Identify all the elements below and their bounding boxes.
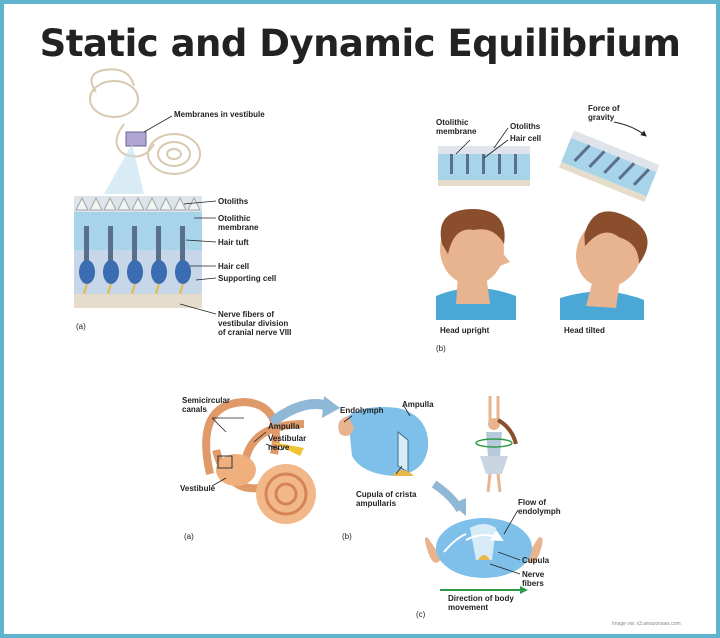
- label-vestibular-nerve: Vestibular nerve: [268, 434, 307, 452]
- label-vestibule: Vestibule: [180, 484, 216, 493]
- otolith-upright: [438, 146, 530, 186]
- leader-lines-b: [455, 127, 509, 159]
- vestibule-highlight: [125, 131, 147, 147]
- label-semicircular-canals: Semicircular canals: [182, 396, 231, 414]
- panel-label-bottom-a: (a): [184, 532, 194, 541]
- label-otolithic-membrane-b: Otolithic membrane: [436, 118, 477, 136]
- label-otoliths-b: Otoliths: [510, 122, 541, 131]
- label-nerve-fibers-c: Nerve fibers: [522, 570, 545, 588]
- label-cupula: Cupula: [522, 556, 550, 565]
- zoom-arrow-a: [269, 399, 330, 427]
- panel-label-bottom-b: (b): [342, 532, 352, 541]
- leader-lines-c: [211, 417, 283, 487]
- cupula-illustration: [425, 518, 543, 578]
- semicircular-canals-illustration: [202, 397, 316, 524]
- panel-label-top-a: (a): [76, 322, 86, 331]
- panel-label-bottom-c: (c): [416, 610, 426, 619]
- label-force-of-gravity: Force of gravity: [588, 104, 620, 122]
- page-title: Static and Dynamic Equilibrium: [39, 22, 681, 65]
- label-ampulla-a: Ampulla: [268, 422, 300, 431]
- label-otoliths: Otoliths: [218, 197, 249, 206]
- label-nerve-fibers-cn-viii: Nerve fibers of vestibular division of c…: [218, 310, 292, 337]
- label-endolymph: Endolymph: [340, 406, 384, 415]
- label-hair-tuft: Hair tuft: [218, 238, 249, 247]
- body-movement-arrow: [440, 586, 528, 594]
- otolith-tilted: [559, 130, 660, 203]
- head-tilted-illustration: [560, 211, 648, 320]
- label-otolithic-membrane: Otolithic membrane: [218, 214, 259, 232]
- label-head-tilted: Head tilted: [564, 326, 605, 335]
- label-flow-of-endolymph: Flow of endolymph: [518, 498, 561, 516]
- head-upright-illustration: [436, 209, 516, 320]
- macula-illustration: [74, 196, 202, 309]
- label-head-upright: Head upright: [440, 326, 490, 335]
- leader-lines-a: [143, 115, 217, 315]
- image-credit: Image via: s3.amazonaws.com: [612, 621, 681, 627]
- label-direction-of-body-movement: Direction of body movement: [448, 594, 514, 612]
- dancer-illustration: [475, 396, 518, 493]
- leader-lines-d: [343, 405, 521, 575]
- label-cupula-of-crista: Cupula of crista ampullaris: [356, 490, 417, 508]
- label-ampulla-b: Ampulla: [402, 400, 434, 409]
- label-hair-cell-b: Hair cell: [510, 134, 542, 143]
- zoom-wedge: [104, 144, 144, 194]
- panel-label-top-b: (b): [436, 344, 446, 353]
- illustrations: [74, 68, 660, 594]
- gravity-arrow: [613, 121, 647, 137]
- label-supporting-cell: Supporting cell: [218, 274, 277, 283]
- label-membranes-in-vestibule: Membranes in vestibule: [174, 110, 265, 119]
- inner-ear-sketch: [89, 68, 201, 175]
- label-hair-cell: Hair cell: [218, 262, 250, 271]
- ampulla-illustration: [338, 407, 429, 476]
